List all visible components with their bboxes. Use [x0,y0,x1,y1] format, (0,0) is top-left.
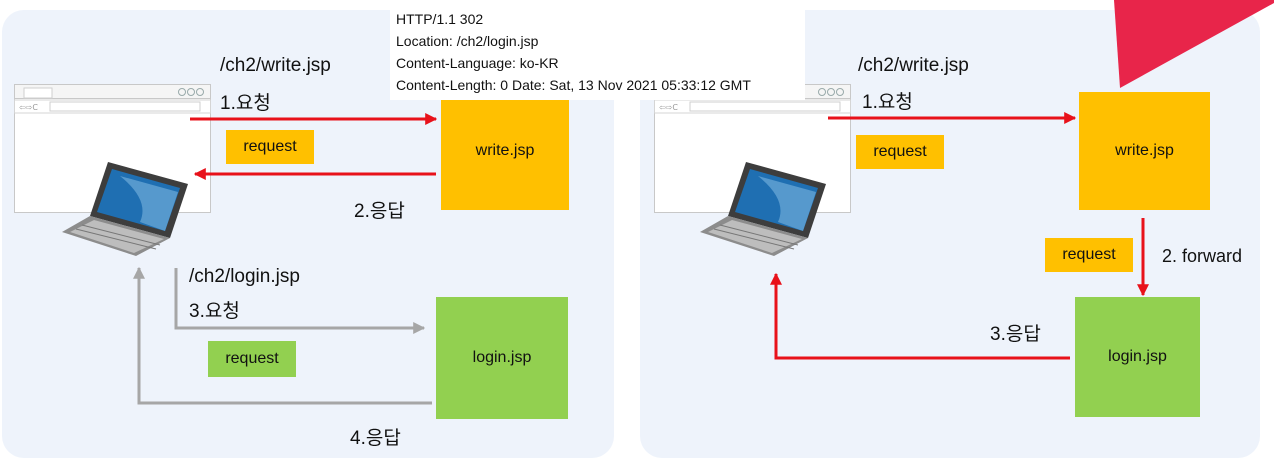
step3-response-right: 3.응답 [990,319,1041,346]
step2-forward-right: 2. forward [1162,246,1242,267]
url-login-left: /ch2/login.jsp [189,266,300,288]
step1-request-left: 1.요청 [220,88,271,115]
http-content-length-date-header: Content-Length: 0 Date: Sat, 13 Nov 2021… [396,74,799,96]
step3-request-left: 3.요청 [189,296,240,323]
step2-response-left: 2.응답 [354,196,405,223]
url-write-left: /ch2/write.jsp [220,55,331,77]
http-status-line: HTTP/1.1 302 [396,8,799,30]
step1-request-right: 1.요청 [862,87,913,114]
arrow-left-response4 [139,268,432,403]
http-location-header: Location: /ch2/login.jsp [396,30,799,52]
http-content-language-header: Content-Language: ko-KR [396,52,799,74]
url-write-right: /ch2/write.jsp [858,55,969,77]
step4-response-left: 4.응답 [350,423,401,450]
http-response-box: HTTP/1.1 302 Location: /ch2/login.jsp Co… [390,6,805,100]
